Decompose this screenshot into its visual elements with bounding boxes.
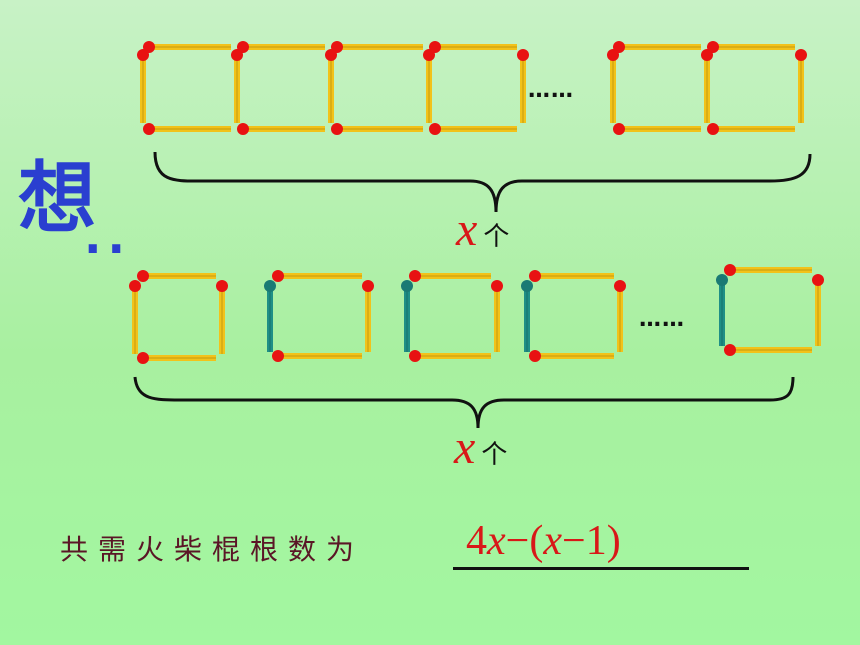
top-square-4-match-head-right [517, 49, 529, 61]
top-square-4-match-head-bottom [429, 123, 441, 135]
think-dots: .. [84, 210, 131, 264]
top-square-5-match-head-bottom [613, 123, 625, 135]
answer-lparen: ( [529, 518, 544, 564]
bottom-square-5-match-head-right [812, 274, 824, 286]
bottom-ellipsis: …… [639, 307, 685, 332]
bottom-square-1-match-head-top [137, 270, 149, 282]
bottom-square-3-match-head-top [409, 270, 421, 282]
top-square-6-match-head-bottom [707, 123, 719, 135]
bottom-square-5-match-head-top [724, 264, 736, 276]
bottom-square-4-match-head-bottom [529, 350, 541, 362]
top-brace [153, 151, 812, 213]
top-ellipsis: …… [528, 78, 574, 103]
top-square-6-match-head-right [795, 49, 807, 61]
top-count-unit: 个 [483, 222, 510, 252]
top-count-variable: x [456, 203, 478, 256]
bottom-square-3-match-head-right [491, 280, 503, 292]
bottom-brace [133, 376, 795, 429]
bottom-square-2-match-head-bottom [272, 350, 284, 362]
bottom-square-3-match-head-left [401, 280, 413, 292]
top-square-2-match-head-top [237, 41, 249, 53]
top-square-4-match-head-top [429, 41, 441, 53]
top-row-squares [137, 41, 807, 135]
bottom-square-4-match-head-right [614, 280, 626, 292]
bottom-square-2-match-head-right [362, 280, 374, 292]
bottom-square-4-match-head-left [521, 280, 533, 292]
answer-minus1: − [505, 518, 530, 564]
answer-expression: 4x−(x−1) [466, 520, 621, 562]
answer-minus2: − [562, 518, 586, 564]
top-square-1-match-head-bottom [143, 123, 155, 135]
bottom-count-unit: 个 [481, 440, 508, 470]
answer-one: 1 [585, 518, 607, 564]
top-square-1-match-head-left [137, 49, 149, 61]
bottom-square-5-match-head-bottom [724, 344, 736, 356]
bottom-square-4-match-head-top [529, 270, 541, 282]
top-square-3-match-head-bottom [331, 123, 343, 135]
bottom-square-2-match-head-top [272, 270, 284, 282]
answer-rparen: ) [606, 518, 621, 564]
answer-coef: 4 [466, 518, 487, 564]
bottom-count-variable: x [454, 421, 476, 474]
top-square-2-match-head-bottom [237, 123, 249, 135]
bottom-square-1-match-head-bottom [137, 352, 149, 364]
question-text: 共需火柴棍根数为 [60, 533, 365, 566]
bottom-square-2-match-head-left [264, 280, 276, 292]
answer-underline [453, 567, 749, 570]
top-square-3-match-head-top [331, 41, 343, 53]
top-square-6-match-head-top [707, 41, 719, 53]
think-character: 想 [18, 154, 97, 244]
bottom-square-3-match-head-bottom [409, 350, 421, 362]
answer-var1: x [487, 518, 506, 564]
answer-var2: x [543, 518, 562, 564]
bottom-square-1-match-head-left [129, 280, 141, 292]
top-square-5-match-head-left [607, 49, 619, 61]
bottom-square-5-match-head-left [716, 274, 728, 286]
bottom-row-squares [129, 264, 824, 364]
bottom-square-1-match-head-right [216, 280, 228, 292]
